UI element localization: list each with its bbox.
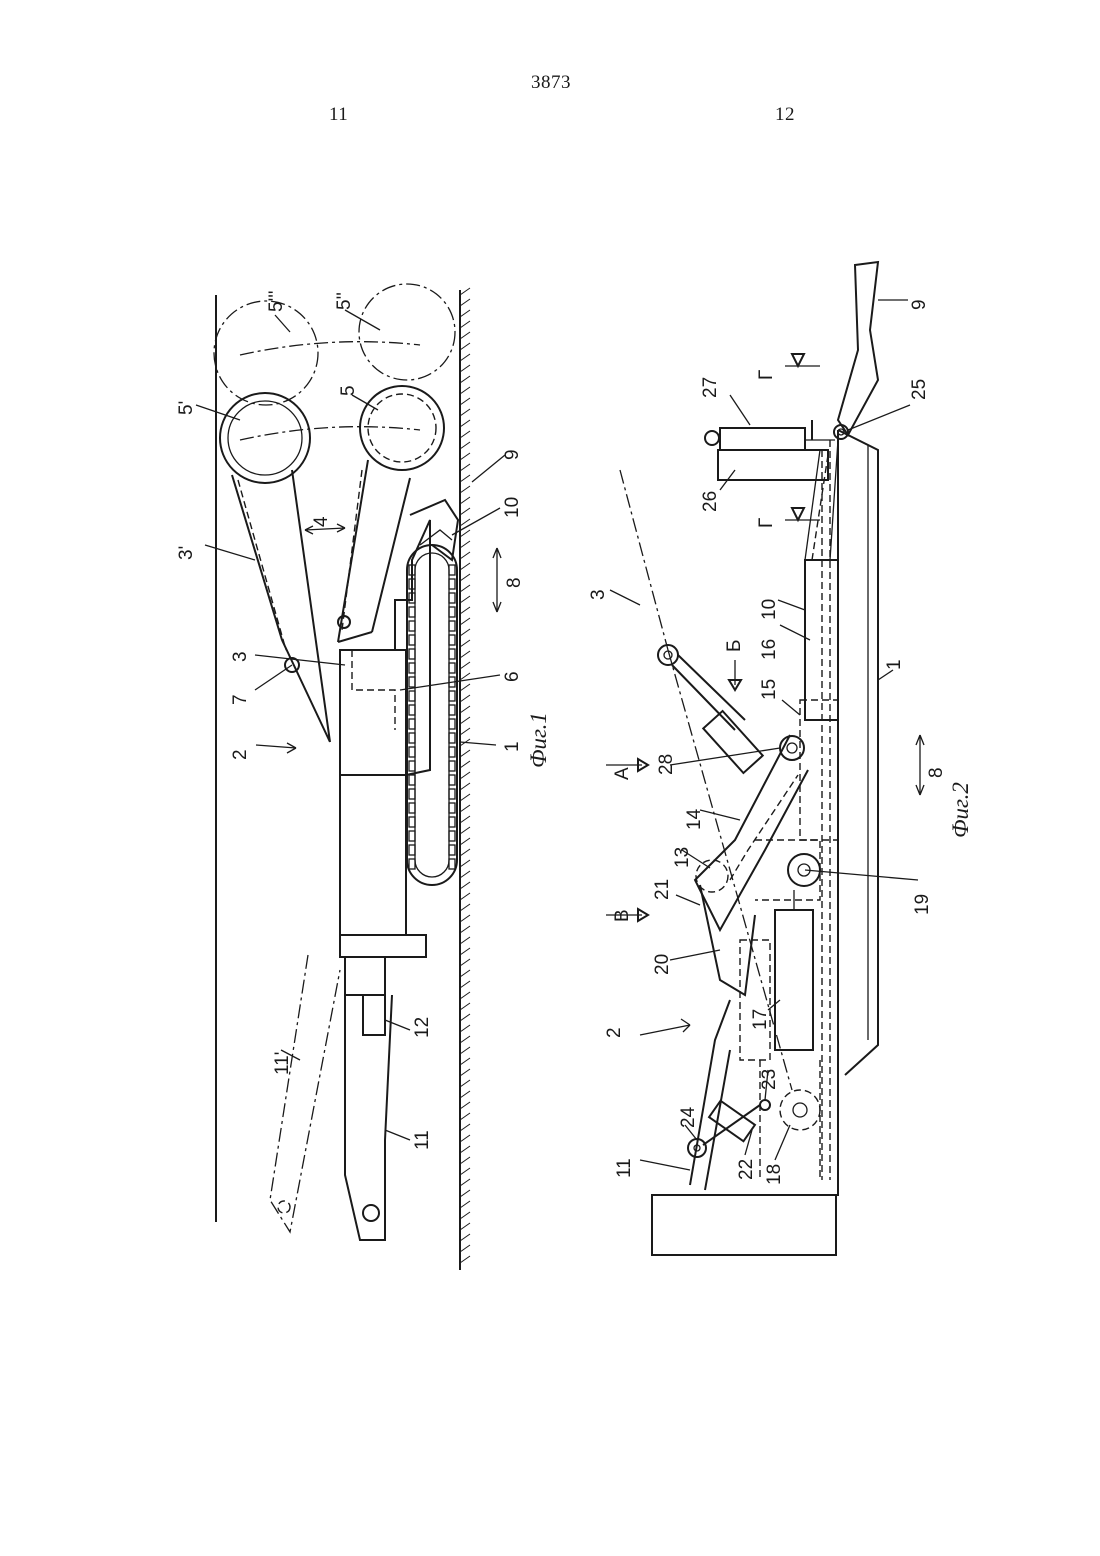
figure-2-drawing: 9 27 Г 25 26 Г 10 3 16 15 Б 1 28 А 14 8 … — [588, 262, 973, 1255]
fig1-label-6: 6 — [502, 671, 523, 682]
fig1-label-1: 1 — [502, 741, 523, 752]
fig2-label-G-bottom: Г — [756, 518, 777, 528]
fig2-label-3: 3 — [588, 589, 609, 600]
fig2-label-20: 20 — [652, 954, 673, 975]
fig2-label-21: 21 — [652, 879, 673, 900]
fig2-label-17: 17 — [750, 1009, 771, 1030]
fig1-label-10: 10 — [502, 497, 523, 518]
fig2-label-1: 1 — [884, 659, 905, 670]
fig2-label-24: 24 — [678, 1106, 699, 1128]
fig2-label-10: 10 — [759, 599, 780, 620]
arrow-2-fig1 — [256, 743, 296, 753]
fig2-label-22: 22 — [736, 1159, 757, 1180]
fig2-label-27: 27 — [700, 377, 721, 398]
fig2-label-14: 14 — [684, 808, 705, 830]
crawler-track-links — [409, 565, 455, 869]
fig1-label-5: 5 — [338, 385, 359, 396]
fig1-label-11: 11 — [412, 1130, 433, 1150]
ground-hatching — [460, 288, 470, 1263]
fig2-label-28: 28 — [656, 754, 677, 775]
fig1-label-2: 2 — [230, 749, 251, 760]
fig1-label-9: 9 — [502, 449, 523, 460]
fig2-caption: Фиг.2 — [948, 782, 973, 838]
fig1-label-5-prime: 5' — [176, 401, 197, 415]
arrow-8-fig1 — [493, 548, 501, 612]
fig1-label-5-double-prime: 5'' — [334, 292, 355, 310]
figure-1-drawing: 5''' 5'' 5' 5 9 10 3' 4 8 3 6 7 2 1 11' … — [176, 284, 551, 1270]
fig2-label-9: 9 — [909, 299, 930, 310]
fig2-label-13: 13 — [672, 847, 693, 868]
fig1-label-5-triple-prime: 5''' — [266, 291, 287, 312]
fig2-label-26: 26 — [700, 491, 721, 512]
fig2-label-19: 19 — [912, 894, 933, 915]
fig2-label-18: 18 — [764, 1164, 785, 1185]
fig2-label-B-cyr: Б — [724, 640, 745, 652]
fig2-label-8: 8 — [926, 767, 947, 778]
fig2-label-15: 15 — [759, 679, 780, 700]
fig2-label-G-top: Г — [756, 370, 777, 380]
fig2-label-23: 23 — [759, 1069, 780, 1090]
fig2-label-25: 25 — [909, 379, 930, 400]
fig1-label-7: 7 — [230, 694, 251, 705]
fig1-label-11-prime: 11' — [272, 1052, 293, 1075]
fig1-label-4: 4 — [311, 516, 332, 527]
fig2-label-2: 2 — [604, 1027, 625, 1038]
fig2-label-11: 11 — [614, 1158, 635, 1178]
fig1-label-3-prime: 3' — [176, 546, 197, 560]
fig2-label-V-cyr: В — [612, 909, 633, 922]
fig1-label-3: 3 — [230, 651, 251, 662]
fig2-label-A-cyr: А — [612, 767, 633, 780]
fig1-caption: Фиг.1 — [526, 712, 551, 768]
fig1-label-12: 12 — [412, 1017, 433, 1038]
fig1-label-8: 8 — [504, 577, 525, 588]
fig2-label-16: 16 — [759, 639, 780, 660]
